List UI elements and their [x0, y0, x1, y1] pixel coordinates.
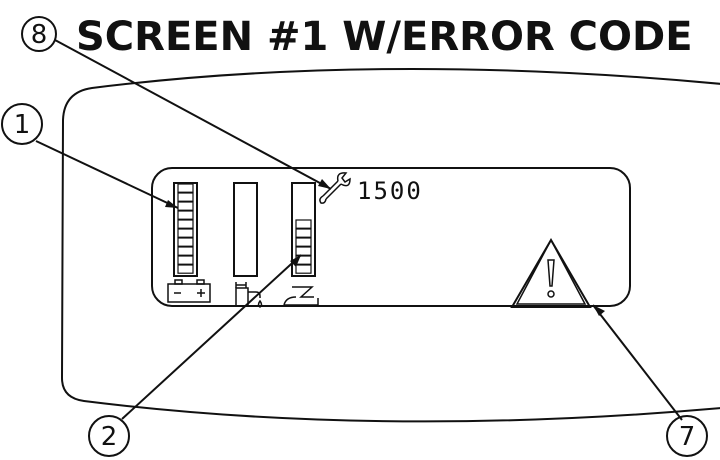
recovery-gauge-segment	[295, 237, 312, 247]
recovery-gauge	[291, 182, 316, 277]
battery-gauge-segment	[177, 210, 194, 220]
svg-text:7: 7	[679, 422, 696, 452]
battery-gauge-segment	[177, 264, 194, 274]
battery-gauge-segment	[177, 192, 194, 202]
recovery-gauge-frame	[291, 182, 316, 277]
console-panel	[60, 67, 720, 423]
arrowhead-2	[290, 255, 301, 267]
lcd-screen	[151, 167, 631, 307]
battery-gauge-segment	[177, 219, 194, 229]
recovery-gauge-segment	[295, 228, 312, 238]
battery-gauge-segment	[177, 183, 194, 193]
recovery-tank-icon	[283, 286, 319, 306]
arrowhead-1	[165, 200, 178, 208]
callout-1: 1	[1, 103, 43, 145]
leader-line-8	[54, 39, 332, 190]
callout-2: 2	[88, 415, 130, 457]
battery-icon	[167, 279, 211, 303]
recovery-gauge-segments	[295, 219, 312, 274]
leader-line-1	[35, 140, 179, 209]
battery-gauge-segment	[177, 201, 194, 211]
battery-gauge-segment	[177, 255, 194, 265]
svg-text:2: 2	[101, 422, 118, 452]
diagram-title: SCREEN #1 W/ERROR CODE	[76, 14, 693, 60]
solution-gauge-frame	[233, 182, 258, 277]
leader-line-2	[121, 254, 302, 420]
battery-gauge-frame	[173, 182, 198, 277]
battery-gauge-segment	[177, 228, 194, 238]
recovery-gauge-segment	[295, 246, 312, 256]
arrowhead-8	[318, 179, 331, 189]
callout-8: 8	[21, 16, 57, 52]
leader-line-7	[592, 304, 683, 421]
hour-meter-value: 1500	[357, 177, 423, 205]
battery-gauge-segment	[177, 237, 194, 247]
battery-gauge	[173, 182, 198, 277]
battery-gauge-segments	[177, 183, 194, 274]
solution-gauge	[233, 182, 258, 277]
warning-triangle-icon	[510, 238, 592, 308]
arrowhead-7	[593, 305, 605, 316]
recovery-gauge-segment	[295, 264, 312, 274]
recovery-gauge-segment	[295, 219, 312, 229]
svg-text:1: 1	[14, 110, 31, 140]
svg-text:8: 8	[31, 20, 48, 50]
battery-gauge-segment	[177, 246, 194, 256]
wrench-icon	[319, 172, 351, 204]
callout-7: 7	[666, 415, 708, 457]
